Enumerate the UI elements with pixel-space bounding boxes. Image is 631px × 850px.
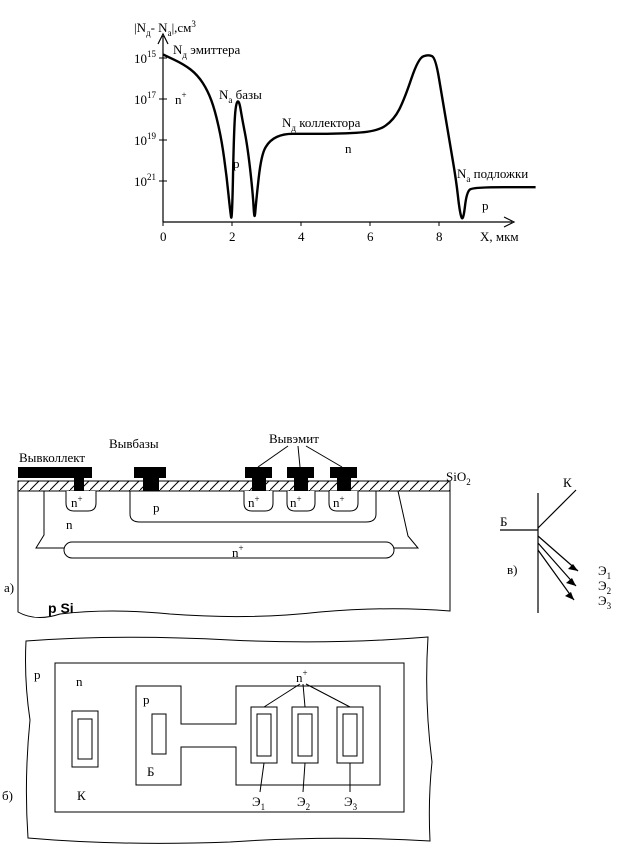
p-base-plan-region xyxy=(135,685,381,786)
n-collector-plan-label: n xyxy=(76,674,83,689)
base-contact-metal xyxy=(134,467,166,491)
p-base-region-label: p xyxy=(153,500,160,515)
plan-view-diagram: p n К p Б n+ Э1 Э2 Э3 б) xyxy=(2,636,433,844)
y-tick-label: 1019 xyxy=(134,131,157,148)
substrate-label: p Si xyxy=(48,600,74,616)
emitter-3-contact-metal xyxy=(330,467,357,491)
emitter-lead-1 xyxy=(537,535,579,572)
n-plus-leader-2 xyxy=(302,683,306,708)
emitter-contact-label: Вывэмит xyxy=(269,431,319,446)
base-b-label: Б xyxy=(147,764,154,779)
collector-n-plus-contact-region xyxy=(65,491,97,512)
p-substrate-plan-label: p xyxy=(34,667,41,682)
symbol-e3-label: Э3 xyxy=(598,593,612,611)
symbol-b-label: Б xyxy=(500,514,507,529)
base-contact-window xyxy=(151,713,167,755)
x-tick-label: 4 xyxy=(298,229,305,244)
buried-n-plus-label: n+ xyxy=(232,543,244,560)
emitter-1-region xyxy=(243,491,274,512)
cross-section-diagram: SiO2 n p n+ n+ n+ n+ n+ Вывколлект Вывба… xyxy=(4,431,471,618)
substrate-label: Nа подложки xyxy=(457,166,528,184)
base-label: Nа базы xyxy=(219,87,262,105)
p-substrate-label: p xyxy=(482,198,489,213)
emitter-3-outer xyxy=(336,706,364,764)
collector-k-label: К xyxy=(77,788,86,803)
emitter-2-region xyxy=(286,491,316,512)
emitter-3-n-plus-label: n+ xyxy=(333,494,345,510)
substrate-outline xyxy=(17,490,451,618)
collector-contact-inner xyxy=(77,718,93,760)
symbol-e1-label: Э1 xyxy=(598,563,611,581)
emitter-2-n-plus-label: n+ xyxy=(290,494,302,510)
x-tick-group: 0 2 4 6 8 xyxy=(160,222,443,244)
n-plus-label: n+ xyxy=(175,90,187,107)
symbol-e2-label: Э2 xyxy=(598,578,611,596)
e2-leader xyxy=(302,762,306,793)
y-tick-label: 1017 xyxy=(134,90,157,107)
x-tick-label: 8 xyxy=(436,229,443,244)
emitter-lead-2 xyxy=(537,542,577,587)
y-tick-label: 1021 xyxy=(134,172,156,189)
y-tick-label: 1015 xyxy=(134,49,157,66)
n-collector-region-label: n xyxy=(66,517,73,532)
collector-n-plus-label: n+ xyxy=(71,494,83,510)
y-tick-group: 1021 1019 1017 1015 xyxy=(134,49,167,189)
emitter-lead-3 xyxy=(537,549,575,601)
emitter-3-region xyxy=(328,491,359,512)
oxide-label: SiO2 xyxy=(446,469,471,487)
x-axis-label: X, мкм xyxy=(480,229,519,244)
p-base-region xyxy=(129,491,377,523)
y-axis-label: |Nд- Nа|,см3 xyxy=(134,19,196,38)
x-tick-label: 0 xyxy=(160,229,167,244)
emitter-leader-1 xyxy=(257,445,289,468)
figure-b-label: б) xyxy=(2,788,13,803)
emitter-arrow-3 xyxy=(565,592,574,600)
doping-curve xyxy=(162,53,536,220)
collector-label: Nд коллектора xyxy=(282,115,361,133)
e3-plan-label: Э3 xyxy=(344,794,358,812)
emitter-arrow-1 xyxy=(568,564,578,571)
p-base-plan-label: p xyxy=(143,692,150,707)
y-axis-arrow xyxy=(157,32,169,45)
chip-outline xyxy=(25,636,433,844)
emitter-2-contact-metal xyxy=(287,467,314,491)
n-collector-plan-region xyxy=(54,662,405,813)
emitter-3-inner xyxy=(342,713,358,757)
e1-leader xyxy=(259,762,265,793)
e1-plan-label: Э1 xyxy=(252,794,265,812)
collector-contact-label: Вывколлект xyxy=(19,450,85,465)
collector-lead xyxy=(537,489,577,529)
symbol-k-label: К xyxy=(563,475,572,490)
x-axis-arrow xyxy=(503,216,516,228)
emitter-arrow-2 xyxy=(566,578,576,586)
transistor-symbol: Б К Э1 Э2 Э3 в) xyxy=(500,475,612,613)
emitter-1-inner xyxy=(256,713,272,757)
x-tick-label: 6 xyxy=(367,229,374,244)
emitter-leader-2 xyxy=(297,445,301,468)
figure-a-label: а) xyxy=(4,580,14,595)
emitter-leader-3 xyxy=(305,445,343,468)
x-tick-label: 2 xyxy=(229,229,236,244)
emitter-2-outer xyxy=(291,706,319,764)
oxide-layer xyxy=(17,480,451,492)
e2-plan-label: Э2 xyxy=(297,794,310,812)
p-base-label: p xyxy=(233,156,240,171)
base-contact-label: Вывбазы xyxy=(109,436,159,451)
n-plus-leader-1 xyxy=(263,683,301,708)
emitter-1-outer xyxy=(250,706,278,764)
emitter-1-n-plus-label: n+ xyxy=(248,494,260,510)
emitter-2-inner xyxy=(297,713,313,757)
emitter-n-plus-plan-label: n+ xyxy=(296,668,308,685)
emitter-label: Nд эмиттера xyxy=(173,42,241,60)
doping-profile-chart: |Nд- Nа|,см3 1021 1019 1017 1015 0 2 4 6 8 X, м… xyxy=(134,19,536,244)
emitter-1-contact-metal xyxy=(245,467,272,491)
collector-contact-metal xyxy=(18,467,92,491)
collector-contact-outer xyxy=(71,710,99,768)
buried-n-plus-layer xyxy=(63,541,395,559)
n-collector-label: n xyxy=(345,141,352,156)
n-plus-leader-3 xyxy=(305,683,351,708)
figure-v-label: в) xyxy=(507,562,517,577)
